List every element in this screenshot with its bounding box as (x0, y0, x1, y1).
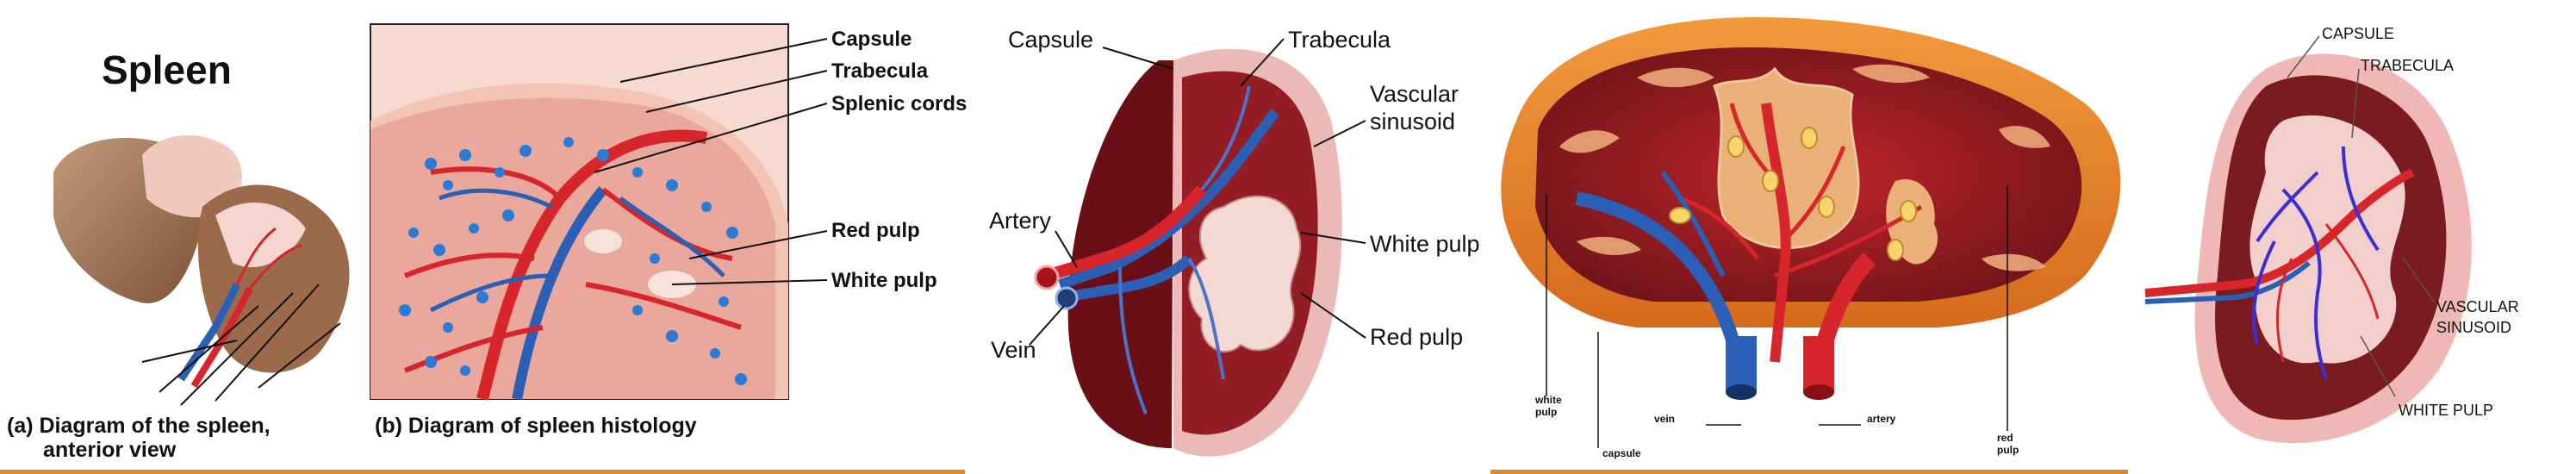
label-vein: Vein (991, 337, 1036, 363)
panel-1-title: Spleen (102, 47, 232, 92)
spleen-histology-illustration (370, 23, 828, 401)
spleen-anterior-view-illustration (53, 134, 350, 406)
label-trabecula: Trabecula (831, 59, 929, 83)
label-red-pulp: Red pulp (1370, 324, 1463, 350)
label-white-pulp-line1: white (1534, 394, 1562, 406)
accent-underline-3 (1490, 470, 2128, 474)
label-red-pulp-line1: red (1997, 432, 2013, 444)
caption-a-line2: anterior view (43, 438, 177, 462)
label-vascular-line1: VASCULAR (2436, 298, 2519, 315)
accent-underline-1 (0, 470, 965, 474)
label-red-pulp: Red pulp (831, 219, 920, 242)
label-capsule: Capsule (1008, 27, 1093, 53)
label-vascular-line2: sinusoid (1370, 109, 1455, 134)
label-vascular-line1: Vascular (1370, 81, 1459, 107)
label-trabecula: Trabecula (1288, 27, 1391, 53)
label-white-pulp-line2: pulp (1535, 406, 1557, 418)
caption-a-line1: (a) Diagram of the spleen, (7, 414, 271, 438)
label-capsule: CAPSULE (2322, 25, 2394, 42)
panel-4-spleen-cross-section: CAPSULE TRABECULA VASCULAR SINUSOID WHIT… (2144, 25, 2519, 444)
label-artery: artery (1867, 413, 1896, 425)
label-vascular-line2: SINUSOID (2436, 319, 2511, 336)
label-artery: Artery (989, 208, 1052, 234)
label-capsule: Capsule (831, 28, 912, 51)
caption-b: (b) Diagram of spleen histology (375, 414, 697, 438)
label-red-pulp-line2: pulp (1997, 444, 2019, 456)
label-white-pulp: WHITE PULP (2399, 402, 2493, 419)
panel-3-spleen-illustration: white pulp vein artery capsule red pulp (1490, 17, 2128, 474)
label-white-pulp: White pulp (831, 269, 937, 292)
label-white-pulp: White pulp (1370, 231, 1480, 257)
label-capsule: capsule (1602, 447, 1641, 459)
label-trabecula: TRABECULA (2361, 57, 2454, 74)
label-vein: vein (1654, 413, 1675, 425)
label-splenic-cords: Splenic cords (831, 92, 967, 115)
panel-1-spleen-histology: Spleen (0, 23, 967, 474)
panel-2-spleen-cross-section: Capsule Trabecula Vascular sinusoid Arte… (989, 27, 1480, 457)
